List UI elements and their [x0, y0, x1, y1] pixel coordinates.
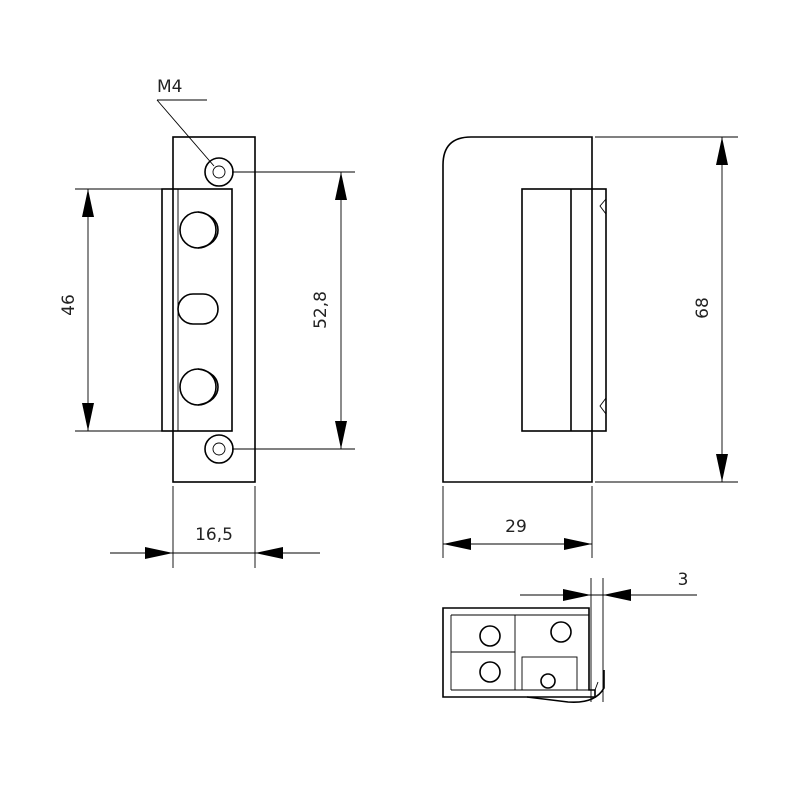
bottom-hole-lower-right	[540, 673, 556, 689]
side-view: 68 29	[442, 136, 738, 558]
bottom-hole-upper-right	[550, 621, 572, 643]
bottom-outline	[442, 607, 596, 698]
bottom-hole-upper-left	[479, 625, 501, 647]
width-label: 16,5	[195, 525, 233, 545]
dimension-body-depth: 29	[442, 486, 593, 558]
bottom-pin	[179, 368, 219, 406]
dimension-body-height: 68	[595, 136, 738, 483]
latch-block	[521, 188, 607, 432]
dimension-faceplate-height: 46	[59, 188, 162, 432]
front-view: M4 52,8 46 16,5	[59, 77, 355, 568]
top-screw-hole	[204, 157, 234, 187]
bottom-screw-hole	[204, 434, 234, 464]
top-pin	[179, 211, 219, 249]
faceplate	[161, 188, 233, 432]
middle-slot	[177, 293, 219, 325]
mounting-plate	[172, 136, 256, 483]
thread-callout: M4	[156, 77, 215, 167]
dimension-mount-spacing: 52,8	[232, 171, 355, 450]
bottom-view: 3	[442, 570, 697, 704]
mount-spacing-label: 52,8	[311, 291, 331, 329]
body-height-label: 68	[693, 297, 713, 319]
bottom-hole-lower-left	[479, 661, 501, 683]
bottom-lip-tick	[594, 681, 599, 691]
lip-offset-label: 3	[678, 570, 689, 590]
body-outline	[442, 136, 593, 483]
dimension-width: 16,5	[110, 486, 320, 568]
bottom-lip	[526, 670, 605, 704]
dimension-lip-offset: 3	[520, 570, 697, 702]
faceplate-height-label: 46	[59, 294, 79, 316]
latch-notch-top	[599, 198, 607, 215]
thread-label: M4	[157, 77, 182, 97]
bottom-right-cell	[521, 656, 578, 691]
body-depth-label: 29	[505, 517, 527, 537]
latch-notch-bottom	[599, 397, 607, 415]
